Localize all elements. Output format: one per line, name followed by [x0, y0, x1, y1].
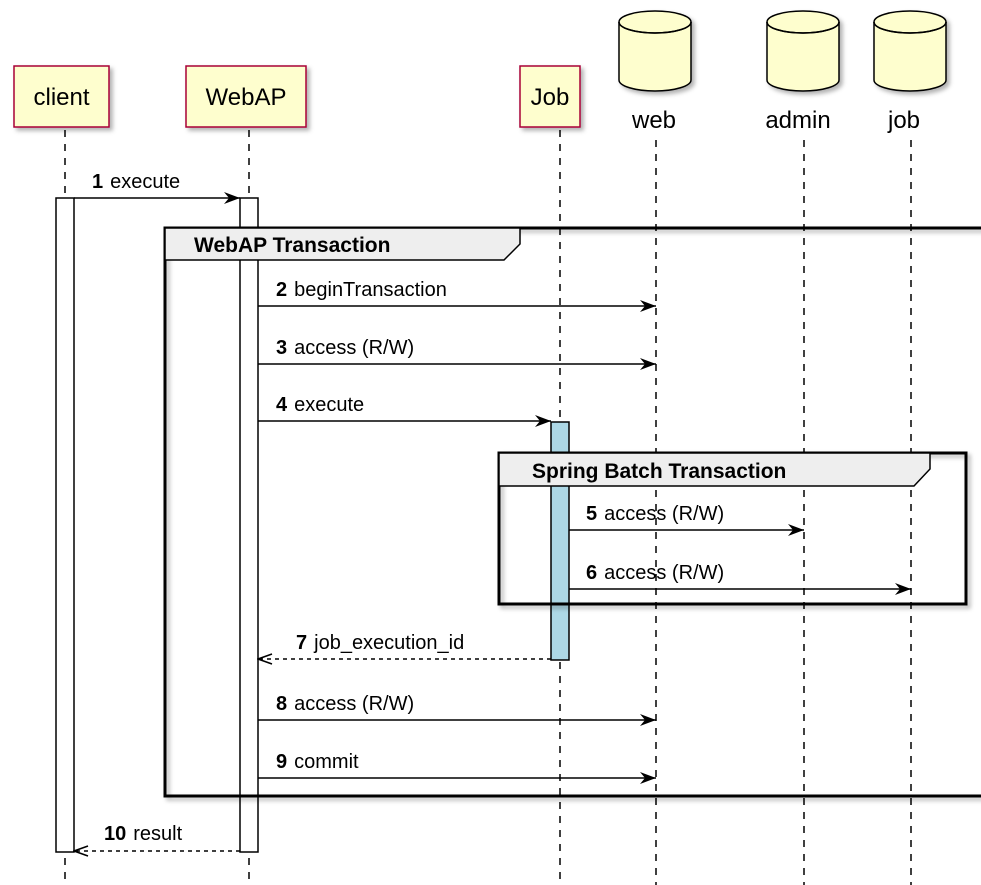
- message-4: 4 execute: [258, 394, 551, 427]
- message-1: 1 execute: [74, 171, 240, 204]
- message-1-text: execute: [110, 171, 180, 193]
- message-10: 10 result: [74, 823, 240, 851]
- participant-webap-label: WebAP: [206, 84, 287, 111]
- participant-webap-box: [185, 65, 307, 128]
- database-admin: admin: [765, 10, 840, 134]
- participant-client: client: [13, 65, 110, 128]
- message-6-text: access (R/W): [604, 562, 724, 584]
- message-7-text: job_execution_id: [313, 632, 464, 654]
- participant-job-label: Job: [531, 84, 570, 111]
- participant-client-box: [13, 65, 110, 128]
- webap-transaction-frame-tab: [164, 227, 521, 261]
- webap-transaction-frame-border: [163, 226, 981, 798]
- message-10-number: 10: [104, 823, 126, 845]
- message-8-text: access (R/W): [294, 693, 414, 715]
- message-3: 3 access (R/W): [258, 337, 656, 370]
- database-web: web: [618, 10, 692, 134]
- message-2-number: 2: [276, 279, 287, 301]
- message-2: 2 beginTransaction: [258, 279, 656, 312]
- message-6-number: 6: [586, 562, 597, 584]
- message-10-text: result: [133, 823, 182, 845]
- participant-webap: WebAP: [185, 65, 307, 128]
- message-1-number: 1: [92, 171, 103, 193]
- spring-batch-transaction-frame: Spring Batch Transaction: [497, 451, 968, 606]
- message-5-text: access (R/W): [604, 503, 724, 525]
- database-admin-label: admin: [765, 107, 830, 134]
- message-3-text: access (R/W): [294, 337, 414, 359]
- message-4-text: execute: [294, 394, 364, 416]
- spring-batch-transaction-frame-title: Spring Batch Transaction: [532, 460, 786, 483]
- spring-batch-transaction-frame-tab: [498, 452, 931, 487]
- client-activation: [55, 197, 75, 853]
- database-web-label: web: [631, 107, 676, 134]
- message-7: 7 job_execution_id: [258, 632, 551, 659]
- message-9-number: 9: [276, 751, 287, 773]
- message-9: 9 commit: [258, 751, 656, 784]
- participant-job: Job: [519, 65, 581, 128]
- message-2-text: beginTransaction: [294, 279, 447, 301]
- message-5-number: 5: [586, 503, 597, 525]
- participant-client-label: client: [33, 84, 89, 111]
- message-8: 8 access (R/W): [258, 693, 656, 726]
- message-3-number: 3: [276, 337, 287, 359]
- message-5: 5 access (R/W): [569, 503, 804, 536]
- webap-activation: [239, 197, 259, 853]
- message-7-number: 7: [296, 632, 307, 654]
- webap-transaction-frame: WebAP Transaction: [163, 226, 981, 798]
- webap-transaction-frame-title: WebAP Transaction: [194, 234, 390, 257]
- database-job: job: [873, 10, 947, 134]
- database-job-label: job: [887, 107, 920, 134]
- participant-job-box: [519, 65, 581, 128]
- message-4-number: 4: [276, 394, 288, 416]
- message-6: 6 access (R/W): [569, 562, 911, 595]
- message-9-text: commit: [294, 751, 359, 773]
- message-8-number: 8: [276, 693, 287, 715]
